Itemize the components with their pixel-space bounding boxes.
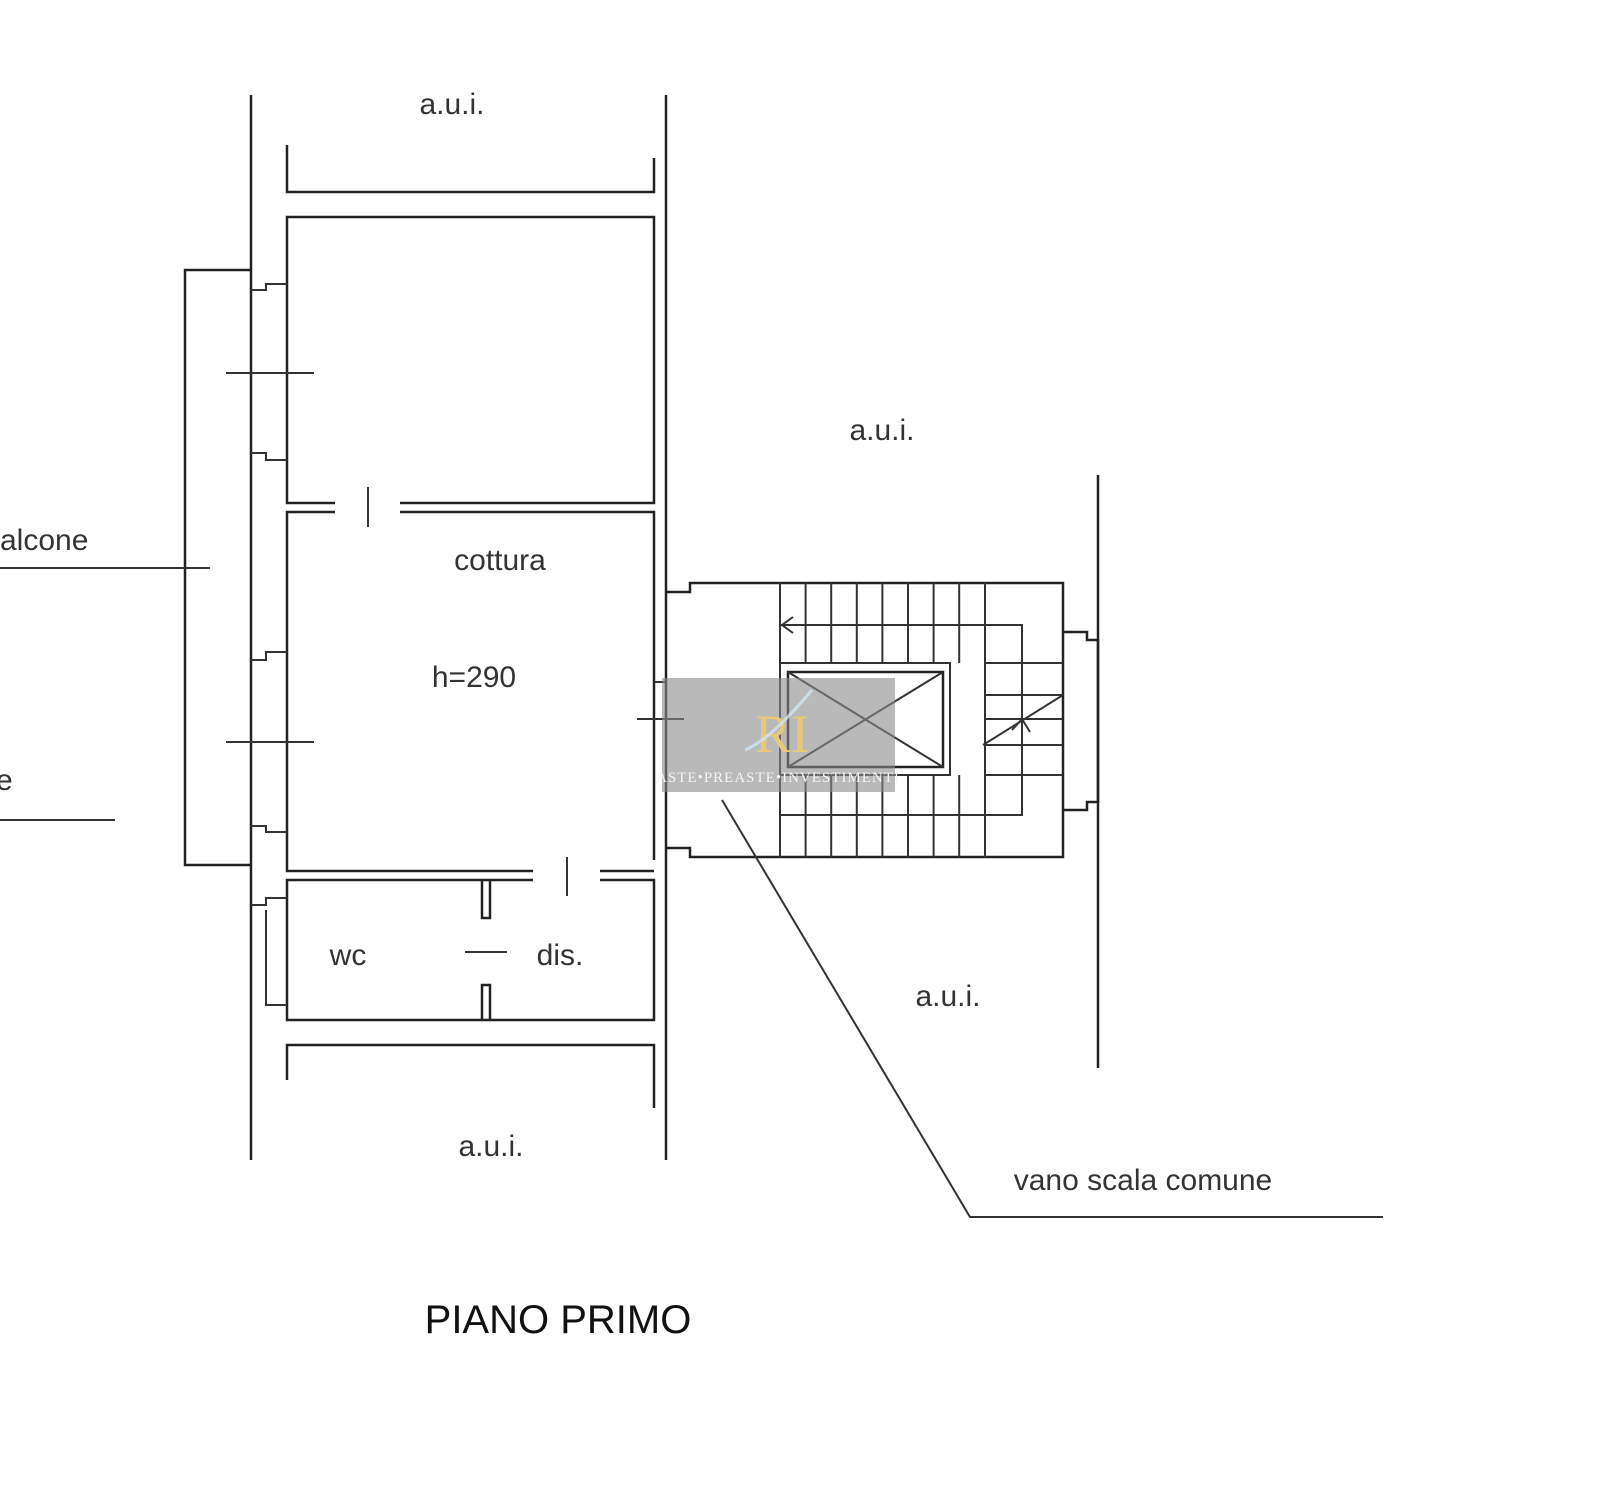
labels: a.u.i. a.u.i. a.u.i. a.u.i. cottura h=29… [0, 88, 1272, 1342]
label-aui-right-low: a.u.i. [915, 980, 980, 1013]
label-height: h=290 [432, 661, 516, 694]
label-balcone-2: e [0, 764, 13, 797]
label-aui-bottom: a.u.i. [458, 1130, 523, 1163]
label-stair: vano scala comune [1014, 1164, 1273, 1197]
watermark: RI ASTE•PREASTE•INVESTIMENTI [656, 678, 900, 792]
label-aui-top: a.u.i. [419, 88, 484, 121]
watermark-logo: RI [755, 704, 809, 764]
label-aui-right: a.u.i. [849, 414, 914, 447]
label-cottura: cottura [454, 544, 546, 577]
walls [0, 95, 668, 1160]
label-dis: dis. [537, 939, 584, 972]
watermark-text: ASTE•PREASTE•INVESTIMENTI [656, 770, 900, 786]
staircase [637, 475, 1383, 1218]
label-wc: wc [329, 939, 367, 972]
label-balcone: alcone [0, 524, 88, 557]
plan-title: PIANO PRIMO [425, 1298, 692, 1342]
